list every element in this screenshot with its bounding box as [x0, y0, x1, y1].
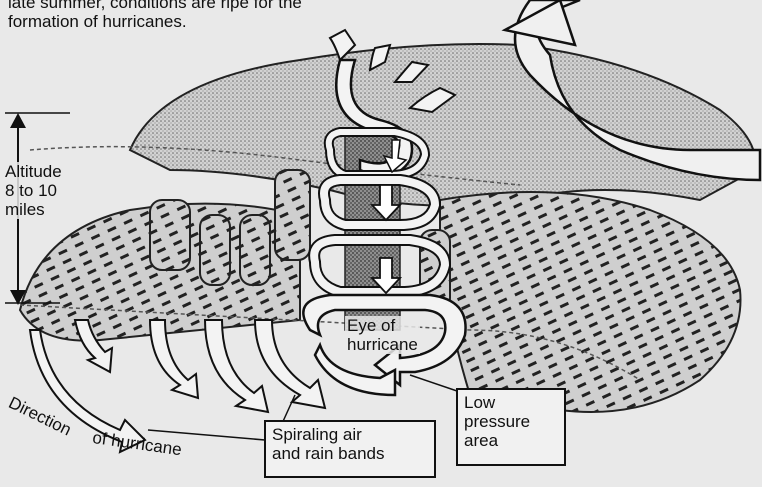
- altitude-label-line: Altitude: [5, 162, 62, 181]
- intro-text: late summer, conditions are ripe for the…: [8, 0, 302, 31]
- eye-label-line: hurricane: [347, 335, 418, 354]
- spiraling-air-box: Spiraling air and rain bands: [264, 420, 436, 478]
- intro-line: formation of hurricanes.: [8, 12, 302, 31]
- spiraling-line: and rain bands: [272, 444, 428, 463]
- intro-line: late summer, conditions are ripe for the: [8, 0, 302, 12]
- eye-label-line: Eye of: [347, 316, 418, 335]
- altitude-label-line: 8 to 10: [5, 181, 62, 200]
- altitude-arrow-up: [10, 113, 26, 128]
- low-pressure-line: Low: [464, 393, 558, 412]
- spiraling-line: Spiraling air: [272, 425, 428, 444]
- low-pressure-box: Low pressure area: [456, 388, 566, 466]
- cloud-block: [240, 215, 270, 285]
- right-cloud-mass: [440, 192, 741, 412]
- low-pressure-line: pressure: [464, 412, 558, 431]
- cloud-block: [275, 170, 310, 260]
- cloud-block: [200, 215, 230, 285]
- upper-cloud-deck: [130, 44, 756, 206]
- low-pressure-line: area: [464, 431, 558, 450]
- altitude-label: Altitude 8 to 10 miles: [3, 162, 64, 219]
- eye-of-hurricane-label: Eye of hurricane: [345, 316, 420, 354]
- altitude-label-line: miles: [5, 200, 62, 219]
- cloud-block: [150, 200, 190, 270]
- leader-line: [410, 375, 460, 392]
